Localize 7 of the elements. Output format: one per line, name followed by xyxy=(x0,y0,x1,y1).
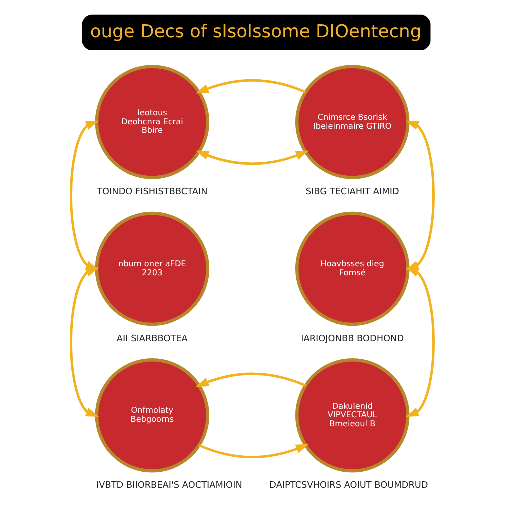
node-label: AII SIARBBOTEA xyxy=(116,334,188,344)
node-label: IARIOJONBB BODHOND xyxy=(300,334,404,344)
diagram-title: ouge Decs of sIsolssome DIOentecng xyxy=(90,21,422,42)
node-label: TOINDO FISHISTBBCTAIN xyxy=(96,188,208,198)
node-label: IVBTD BIIORBEAI'S AOCTIAMIOIN xyxy=(96,481,242,492)
node-label: SIBG TECIAHIT AIMID xyxy=(305,188,399,198)
node-label: DAIPTCSVHOIRS AOIUT BOUMDRUD xyxy=(269,481,428,492)
